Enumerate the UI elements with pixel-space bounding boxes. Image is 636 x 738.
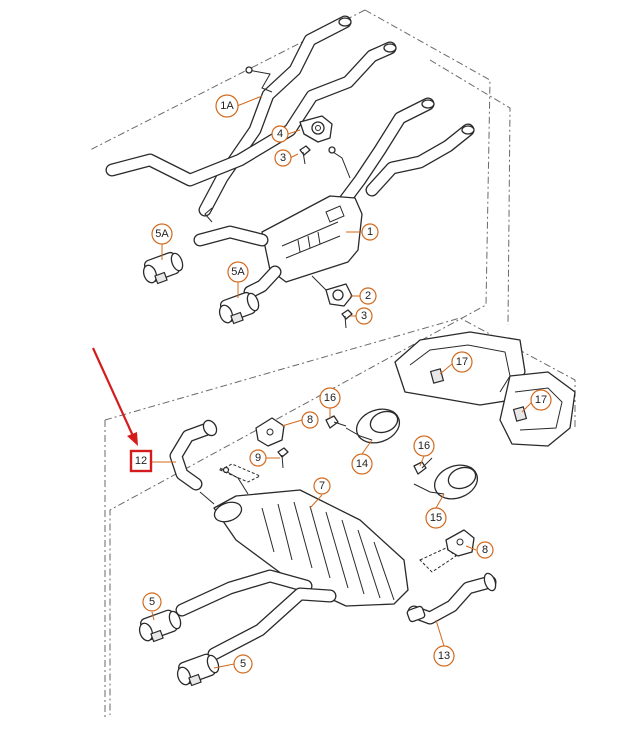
callout-15: 15 <box>425 507 447 529</box>
callout-8-lower: 8 <box>476 541 494 559</box>
pipe-1A <box>105 15 475 217</box>
callout-label: 15 <box>430 512 442 524</box>
callout-17-right: 17 <box>530 389 552 411</box>
callout-label: 9 <box>255 452 261 464</box>
callout-label: 4 <box>277 128 283 140</box>
callout-label: 5 <box>149 596 155 608</box>
callout-17-left: 17 <box>451 351 473 373</box>
bolt-16-lower <box>413 457 433 475</box>
center-muffler <box>193 146 363 299</box>
callout-13: 13 <box>433 645 455 667</box>
callout-1A: 1A <box>215 94 239 118</box>
lower-assembly-frame <box>104 317 576 718</box>
callout-label: 5A <box>231 266 245 278</box>
callout-label: 17 <box>456 356 468 368</box>
callout-label: 3 <box>361 310 367 322</box>
bracket-8-lower <box>445 529 475 557</box>
bracket-guides <box>218 463 457 573</box>
callout-label: 5 <box>240 658 246 670</box>
bolt-3-upper <box>299 145 311 165</box>
callout-16-upper: 16 <box>319 387 341 409</box>
clamp-5A-lower <box>218 291 260 325</box>
highlighted-part-label: 12 <box>135 455 147 467</box>
callout-label: 13 <box>438 650 450 662</box>
highlight-arrow <box>91 347 138 446</box>
clamp-5A-upper <box>142 251 184 285</box>
callout-2: 2 <box>359 287 377 305</box>
callout-leaders <box>150 95 533 669</box>
bolt-16-upper <box>325 415 347 429</box>
tailpipe-trim-15 <box>413 464 479 500</box>
callout-5-upper: 5 <box>142 592 162 612</box>
callout-label: 14 <box>356 458 368 470</box>
callout-label: 2 <box>365 290 371 302</box>
callout-label: 8 <box>307 414 313 426</box>
highlight-box-12: 12 <box>129 449 153 473</box>
callout-label: 16 <box>324 392 336 404</box>
callout-label: 16 <box>418 440 430 452</box>
callout-8-upper: 8 <box>301 411 319 429</box>
callout-5A-upper: 5A <box>151 223 173 245</box>
bracket-8-upper <box>255 417 285 447</box>
clamp-5-lower <box>176 653 220 687</box>
tailpipe-13 <box>406 572 497 625</box>
callout-16-lower: 16 <box>413 435 435 457</box>
callout-label: 1 <box>367 226 373 238</box>
callout-5-lower: 5 <box>233 654 253 674</box>
clamp-5-upper <box>138 609 182 643</box>
callout-label: 8 <box>482 544 488 556</box>
callout-4: 4 <box>271 125 289 143</box>
callout-14: 14 <box>351 453 373 475</box>
tailpipe-trim-14 <box>345 408 401 444</box>
rear-muffler-7 <box>199 466 409 607</box>
callout-3-lower: 3 <box>355 307 373 325</box>
lower-connecting-pipes <box>175 569 337 661</box>
callout-label: 3 <box>280 152 286 164</box>
callout-1: 1 <box>361 223 379 241</box>
pipe-12 <box>169 419 218 491</box>
heat-shield-17 <box>394 331 576 447</box>
callout-7: 7 <box>313 477 331 495</box>
callout-5A-lower: 5A <box>227 261 249 283</box>
callout-label: 7 <box>319 480 325 492</box>
bolt-9 <box>277 447 289 469</box>
bolt-3-lower <box>341 309 353 329</box>
callout-label: 17 <box>535 394 547 406</box>
callout-label: 1A <box>220 100 234 112</box>
callout-label: 5A <box>155 228 169 240</box>
bracket-4 <box>299 115 333 143</box>
callout-9: 9 <box>249 449 267 467</box>
rubber-mount-2 <box>311 275 353 307</box>
callout-3: 3 <box>274 149 292 167</box>
